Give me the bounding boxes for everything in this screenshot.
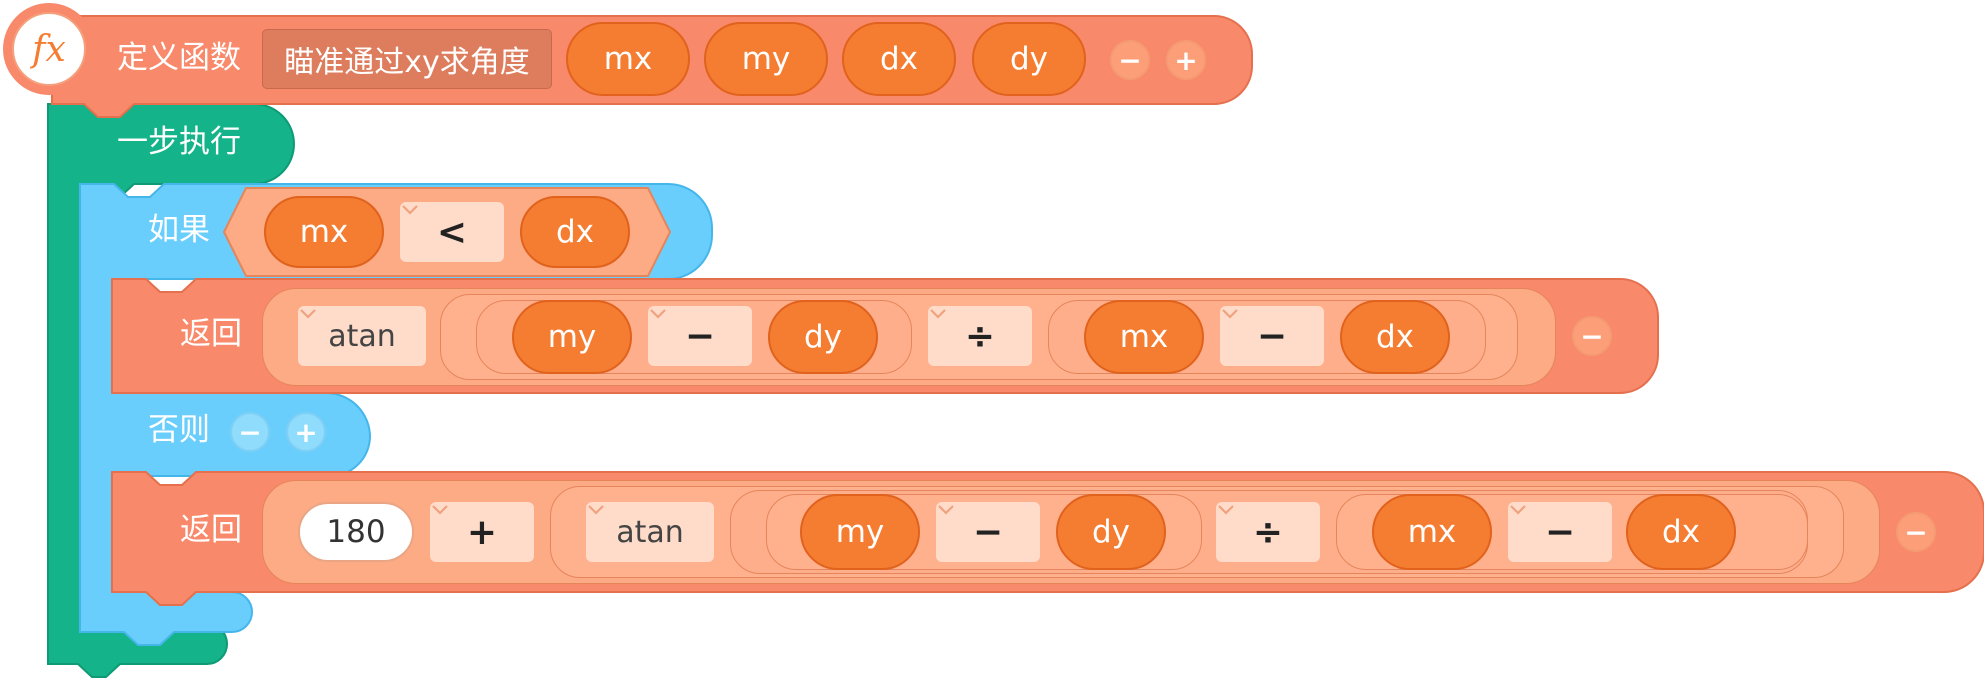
denominator-left-mx[interactable]: mx [1372, 494, 1492, 570]
return-label-1: 返回 [180, 316, 242, 352]
atan-label: atan [616, 514, 684, 550]
divide-operator: ÷ [964, 315, 996, 357]
if-label: 如果 [148, 212, 210, 248]
plus-operator-dropdown[interactable]: + [430, 502, 534, 562]
divide-operator-dropdown[interactable]: ÷ [1216, 502, 1320, 562]
denominator-right-dx[interactable]: dx [1626, 494, 1736, 570]
constant-180-input[interactable]: 180 [298, 502, 414, 562]
numerator-left-my[interactable]: my [800, 494, 920, 570]
condition-left-mx[interactable]: mx [264, 196, 384, 268]
param-mx[interactable]: mx [566, 22, 690, 96]
param-dy[interactable]: dy [972, 22, 1086, 96]
param-my[interactable]: my [704, 22, 828, 96]
atan-function-dropdown[interactable]: atan [586, 502, 714, 562]
remove-param-button[interactable]: − [1110, 40, 1150, 80]
chevron-down-icon [938, 505, 954, 515]
minus-operator-dropdown[interactable]: − [1220, 306, 1324, 366]
minus-operator: − [1544, 511, 1576, 553]
denominator-left-mx[interactable]: mx [1084, 300, 1204, 374]
chevron-down-icon [588, 505, 604, 515]
chevron-down-icon [1218, 505, 1234, 515]
divide-operator-dropdown[interactable]: ÷ [928, 306, 1032, 366]
numerator-left-my[interactable]: my [512, 300, 632, 374]
define-function-label: 定义函数 [117, 40, 241, 76]
chevron-down-icon [650, 309, 666, 319]
condition-right-dx[interactable]: dx [520, 196, 630, 268]
chevron-down-icon [1510, 505, 1526, 515]
compare-operator-dropdown[interactable]: < [400, 202, 504, 262]
numerator-right-dy[interactable]: dy [1056, 494, 1166, 570]
plus-operator: + [466, 511, 498, 553]
minus-operator-dropdown[interactable]: − [936, 502, 1040, 562]
add-else-if-button[interactable]: + [286, 412, 326, 452]
remove-return-value-button[interactable]: − [1572, 316, 1612, 356]
add-param-button[interactable]: + [1166, 40, 1206, 80]
minus-operator: − [1256, 315, 1288, 357]
compare-operator: < [436, 211, 468, 253]
remove-else-button[interactable]: − [230, 412, 270, 452]
minus-operator-dropdown[interactable]: − [648, 306, 752, 366]
denominator-right-dx[interactable]: dx [1340, 300, 1450, 374]
function-icon: fx [32, 28, 66, 70]
step-execute-label: 一步执行 [117, 124, 241, 160]
chevron-down-icon [432, 505, 448, 515]
minus-operator-dropdown[interactable]: − [1508, 502, 1612, 562]
chevron-down-icon [930, 309, 946, 319]
return-label-2: 返回 [180, 512, 242, 548]
chevron-down-icon [1222, 309, 1238, 319]
atan-function-dropdown[interactable]: atan [298, 306, 426, 366]
remove-return-value-button[interactable]: − [1896, 512, 1936, 552]
else-label: 否则 [148, 412, 210, 448]
function-name-field[interactable]: 瞄准通过xy求角度 [262, 29, 552, 89]
divide-operator: ÷ [1252, 511, 1284, 553]
minus-operator: − [684, 315, 716, 357]
minus-operator: − [972, 511, 1004, 553]
atan-label: atan [328, 318, 396, 354]
chevron-down-icon [402, 205, 418, 215]
param-dx[interactable]: dx [842, 22, 956, 96]
numerator-right-dy[interactable]: dy [768, 300, 878, 374]
chevron-down-icon [300, 309, 316, 319]
